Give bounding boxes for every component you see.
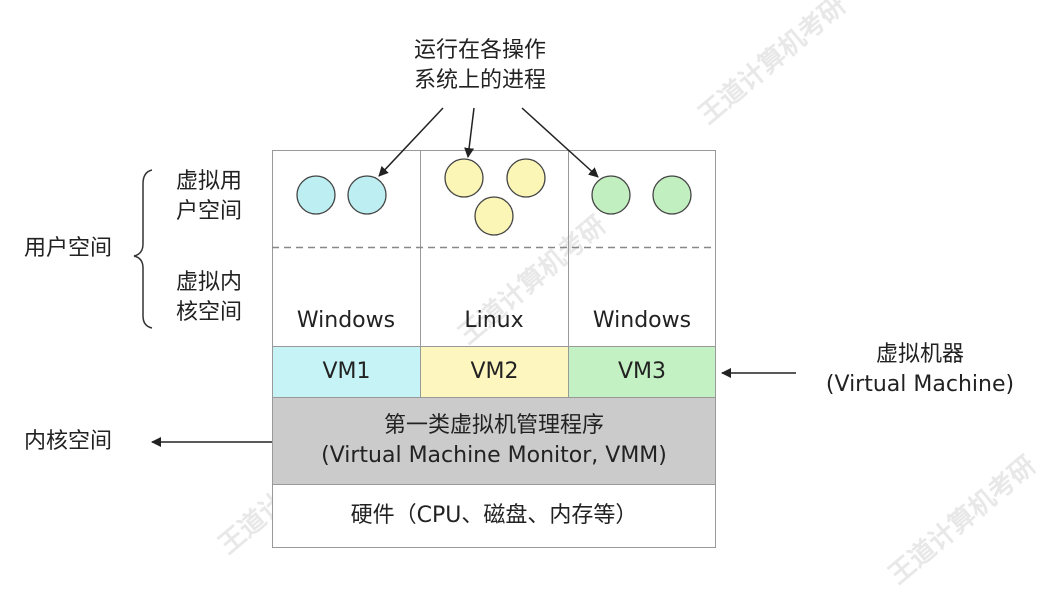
virtual-machine-line2: (Virtual Machine) bbox=[825, 372, 1015, 397]
arrow-to-vm2-process bbox=[464, 107, 475, 158]
user-space-label: 用户空间 bbox=[24, 236, 113, 261]
process-circle bbox=[347, 175, 387, 215]
virtual-machine-line1: 虚拟机器 bbox=[875, 342, 964, 367]
os-label: Windows bbox=[592, 308, 692, 333]
arrow-to-vm3-process bbox=[521, 107, 599, 178]
vmm-title: 第一类虚拟机管理程序 bbox=[383, 413, 604, 438]
vm-box: VM1 bbox=[272, 346, 421, 398]
virtual-user-space-line1: 虚拟用 bbox=[176, 169, 243, 194]
virtual-user-space-label: 虚拟用 户空间 bbox=[176, 167, 242, 227]
processes-label-line1: 运行在各操作 bbox=[413, 38, 546, 63]
vm-box: VM3 bbox=[568, 346, 716, 398]
vmm-layer: 第一类虚拟机管理程序 (Virtual Machine Monitor, VMM… bbox=[272, 397, 716, 485]
arrow-to-vm1-process bbox=[378, 107, 444, 177]
process-circle bbox=[474, 196, 514, 236]
hardware-layer: 硬件（CPU、磁盘、内存等） bbox=[272, 484, 716, 548]
virtual-kernel-space-line2: 核空间 bbox=[176, 300, 243, 325]
process-circle bbox=[444, 158, 484, 198]
user-space-brace bbox=[133, 169, 153, 329]
vm-frame bbox=[272, 150, 716, 347]
os-label: Linux bbox=[464, 308, 524, 333]
vmm-subtitle: (Virtual Machine Monitor, VMM) bbox=[321, 443, 667, 468]
processes-label-line2: 系统上的进程 bbox=[413, 68, 546, 93]
kernel-space-label: 内核空间 bbox=[24, 429, 113, 454]
virtual-machine-label: 虚拟机器 (Virtual Machine) bbox=[800, 340, 1040, 400]
virtual-kernel-space-label: 虚拟内 核空间 bbox=[176, 268, 242, 328]
virtual-kernel-space-line1: 虚拟内 bbox=[176, 270, 243, 295]
process-circle bbox=[652, 175, 692, 215]
process-circle bbox=[296, 175, 336, 215]
process-circle bbox=[506, 158, 546, 198]
virtual-user-space-line2: 户空间 bbox=[176, 199, 243, 224]
processes-label: 运行在各操作 系统上的进程 bbox=[380, 36, 580, 96]
process-circle bbox=[591, 175, 631, 215]
os-label: Windows bbox=[296, 308, 396, 333]
